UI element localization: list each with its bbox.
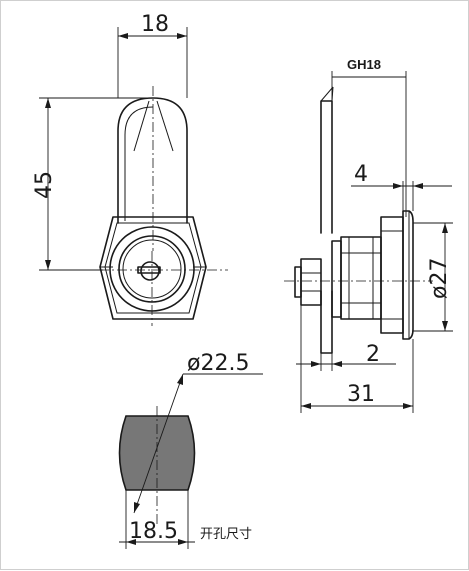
- dim-thread: GH18: [331, 57, 407, 217]
- retaining-nut: [300, 258, 322, 306]
- lever-bevel-left: [133, 100, 150, 152]
- hole-diameter-leader: [133, 373, 184, 514]
- dim-height: 45: [32, 97, 149, 271]
- side-lever-plate: [320, 100, 333, 234]
- dim-thread-label: GH18: [347, 57, 381, 72]
- thread-band: [348, 236, 374, 320]
- lever-inner-edge: [124, 106, 154, 221]
- hole-size-caption: 开孔尺寸: [200, 527, 252, 542]
- side-lever-lower: [320, 290, 333, 354]
- mounting-hole-view: [118, 373, 196, 526]
- dim-thickness-label: 4: [354, 162, 368, 187]
- dim-body-diameter: ø27: [413, 222, 453, 332]
- dim-gap-label: 2: [366, 342, 380, 367]
- flange: [402, 210, 414, 340]
- cylinder-core: [122, 239, 182, 299]
- lever-outline: [117, 97, 188, 224]
- dim-hole-flat-label: 18.5: [129, 519, 178, 544]
- side-lever-tip: [320, 86, 334, 102]
- key-plug: [140, 261, 160, 281]
- dim-top-width-label: 18: [141, 12, 169, 37]
- dim-hole-diameter: ø22.5: [183, 351, 263, 376]
- dim-top-width: 18: [117, 12, 188, 98]
- dim-hole-flat: 18.5 开孔尺寸: [119, 490, 252, 549]
- threaded-body: [340, 236, 382, 320]
- lever-bevel-right: [156, 100, 174, 152]
- dim-thickness: 4: [351, 162, 452, 217]
- screw-head: [294, 266, 302, 298]
- dim-body-diameter-label: ø27: [427, 258, 452, 299]
- side-hex-nut: [380, 216, 404, 334]
- side-view: [284, 86, 433, 354]
- front-view: [99, 86, 228, 326]
- dim-height-label: 45: [32, 171, 57, 199]
- dim-hole-diameter-label: ø22.5: [187, 351, 249, 376]
- dim-length: 31: [300, 305, 414, 413]
- dim-length-label: 31: [347, 382, 375, 407]
- dim-gap: 2: [296, 342, 396, 371]
- washer: [331, 240, 342, 318]
